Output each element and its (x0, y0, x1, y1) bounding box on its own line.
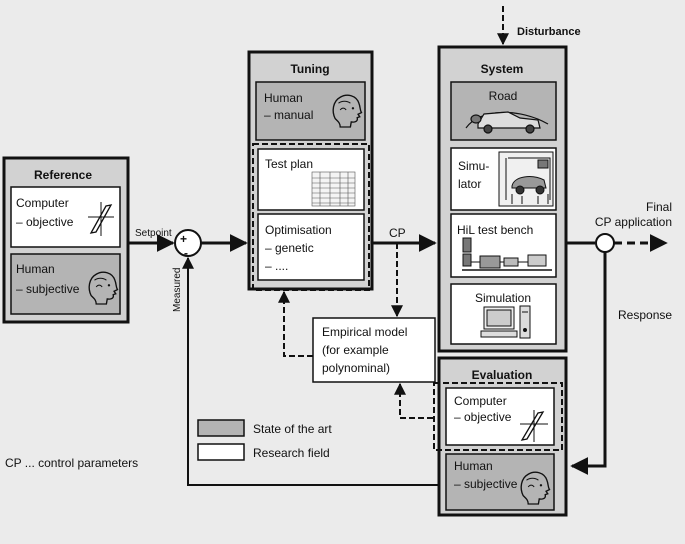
tuning-human-manual: – manual (264, 108, 313, 122)
hil-label: HiL test bench (457, 223, 533, 237)
evaluation-to-model-arrow (394, 382, 433, 419)
tuning-human-label: Human (264, 91, 303, 105)
hysteresis-icon (520, 410, 548, 442)
driving-simulator-icon (498, 151, 554, 207)
footnote: CP ... control parameters (5, 456, 138, 470)
plus-sign: + (180, 232, 187, 246)
reference-block: Reference Computer – objective Human – s… (2, 156, 130, 324)
final-label: Final (646, 200, 672, 214)
evaluation-block: Evaluation Computer – objective Human – … (433, 356, 568, 517)
system-block: System Road Simu- lator HiL test bench (437, 45, 568, 353)
optimisation-label: Optimisation (265, 223, 332, 237)
cp-label: CP (389, 226, 406, 240)
car-icon (465, 111, 549, 134)
measured-feedback-arrow (182, 256, 439, 486)
reference-computer-label: Computer (16, 196, 69, 210)
response-arrow (570, 252, 607, 475)
reference-human-label: Human (16, 262, 55, 276)
research-dashed-frame (252, 143, 370, 291)
testplan-label: Test plan (265, 157, 313, 171)
legend-state-label: State of the art (253, 422, 332, 436)
empirical-title: Empirical model (322, 325, 407, 339)
optimisation-box (257, 213, 365, 281)
system-title: System (481, 62, 524, 76)
disturbance-label: Disturbance (517, 26, 581, 38)
evaluation-computer-label: Computer (454, 394, 507, 408)
model-to-tuning-arrow (278, 290, 313, 357)
table-icon (311, 171, 356, 207)
optimisation-genetic: – genetic (265, 241, 314, 255)
pickoff-point (595, 233, 615, 253)
minus-sign: - (184, 246, 188, 260)
hil-test-bench-icon (462, 237, 552, 271)
setpoint-label: Setpoint (135, 228, 172, 239)
measured-label: Measured (172, 268, 183, 312)
reference-title: Reference (34, 168, 92, 182)
tuning-title: Tuning (290, 62, 329, 76)
hysteresis-icon (88, 202, 114, 236)
response-label: Response (618, 308, 672, 322)
evaluation-dashed-frame (433, 382, 563, 451)
legend: State of the art Research field (197, 419, 332, 461)
evaluation-human-label: Human (454, 459, 493, 473)
evaluation-human-subjective: – subjective (454, 477, 518, 491)
simulation-label: Simulation (475, 291, 531, 305)
tuning-human-box (255, 81, 366, 141)
summing-junction (174, 229, 202, 257)
cp-application-label: CP application (595, 215, 672, 229)
evaluation-title: Evaluation (472, 368, 533, 382)
legend-state-swatch (197, 419, 245, 437)
legend-research-label: Research field (253, 446, 330, 460)
road-box (450, 81, 557, 141)
simulator-label: Simu- (458, 159, 489, 173)
road-label: Road (489, 89, 518, 103)
tuning-block: Tuning Human – manual Test plan Optimisa… (247, 50, 374, 291)
legend-research-swatch (197, 443, 245, 461)
evaluation-computer-objective: – objective (454, 410, 512, 424)
computer-icon (480, 305, 531, 339)
reference-human-subjective: – subjective (16, 282, 80, 296)
simulator-label-2: lator (458, 177, 481, 191)
empirical-example: (for example (322, 343, 389, 357)
reference-computer-objective: – objective (16, 215, 74, 229)
evaluation-human-box (445, 453, 555, 511)
empirical-model-block: Empirical model (for example polynominal… (312, 317, 436, 383)
optimisation-more: – .... (265, 259, 288, 273)
empirical-polynomial: polynominal) (322, 361, 390, 375)
